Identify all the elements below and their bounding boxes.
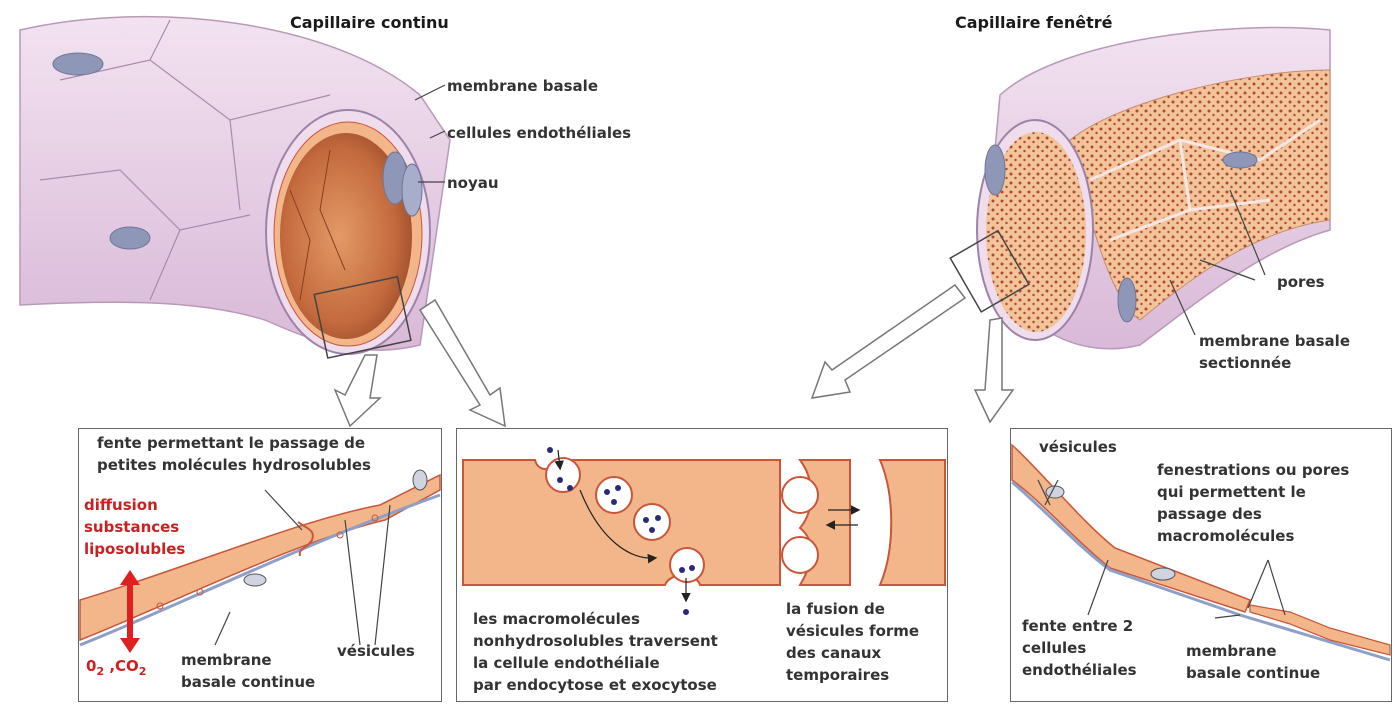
label-macro-line3: la cellule endothéliale — [473, 652, 718, 674]
label-fente3-line1: fente entre 2 — [1022, 615, 1137, 637]
label-membrane3-line1: membrane — [1186, 640, 1320, 662]
label-fusion-line4: temporaires — [786, 664, 919, 686]
label-membrane-basale: membrane basale — [447, 75, 598, 97]
label-fente3-line3: endothéliales — [1022, 659, 1137, 681]
label-macromolecules: les macromolécules nonhydrosolubles trav… — [473, 608, 718, 696]
label-membrane-line1: membrane — [181, 649, 315, 671]
label-fente-passage: fente permettant le passage de petites m… — [97, 432, 371, 476]
label-fen-line4: macromolécules — [1157, 525, 1349, 547]
label-fusion-line2: vésicules forme — [786, 620, 919, 642]
zoom-arrows — [335, 285, 1013, 426]
label-diffusion-liposolubles: diffusion substances liposolubles — [84, 494, 185, 560]
label-gases: 02 ,CO2 — [86, 655, 146, 683]
label-vesicules-1: vésicules — [337, 640, 415, 662]
label-membrane-basale-continue-3: membrane basale continue — [1186, 640, 1320, 684]
label-macro-line4: par endocytose et exocytose — [473, 674, 718, 696]
label-fen-line1: fenestrations ou pores — [1157, 459, 1349, 481]
fenestrated-capillary-vessel — [950, 28, 1330, 349]
label-diffusion-line1: diffusion — [84, 494, 185, 516]
label-gas-co-sub: 2 — [139, 665, 147, 678]
label-membrane-sectionnee-line1: membrane basale — [1199, 330, 1350, 352]
label-membrane-sectionnee-line2: sectionnée — [1199, 352, 1350, 374]
label-fente3-line2: cellules — [1022, 637, 1137, 659]
label-cellules-endotheliales: cellules endothéliales — [447, 122, 631, 144]
label-gas-o: 0 — [86, 657, 96, 675]
label-noyau: noyau — [447, 172, 499, 194]
label-gas-co: ,CO — [104, 657, 139, 675]
label-macro-line1: les macromolécules — [473, 608, 718, 630]
label-membrane-basale-continue-1: membrane basale continue — [181, 649, 315, 693]
label-gas-o-sub: 2 — [96, 665, 104, 678]
label-membrane-line2: basale continue — [181, 671, 315, 693]
label-fen-line3: passage des — [1157, 503, 1349, 525]
continuous-capillary-vessel — [20, 17, 450, 358]
label-vesicules-3: vésicules — [1039, 436, 1117, 458]
title-fenestrated-capillary: Capillaire fenêtré — [955, 12, 1112, 34]
label-diffusion-line3: liposolubles — [84, 538, 185, 560]
label-fusion-vesicules: la fusion de vésicules forme des canaux … — [786, 598, 919, 686]
label-fente-passage-line1: fente permettant le passage de — [97, 432, 371, 454]
label-fente-entre-cellules: fente entre 2 cellules endothéliales — [1022, 615, 1137, 681]
label-fusion-line3: des canaux — [786, 642, 919, 664]
label-membrane3-line2: basale continue — [1186, 662, 1320, 684]
label-fusion-line1: la fusion de — [786, 598, 919, 620]
label-pores: pores — [1277, 271, 1325, 293]
title-continuous-capillary: Capillaire continu — [290, 12, 449, 34]
label-membrane-sectionnee: membrane basale sectionnée — [1199, 330, 1350, 374]
label-fen-line2: qui permettent le — [1157, 481, 1349, 503]
label-diffusion-line2: substances — [84, 516, 185, 538]
label-fenestrations: fenestrations ou pores qui permettent le… — [1157, 459, 1349, 547]
label-fente-passage-line2: petites molécules hydrosolubles — [97, 454, 371, 476]
label-macro-line2: nonhydrosolubles traversent — [473, 630, 718, 652]
